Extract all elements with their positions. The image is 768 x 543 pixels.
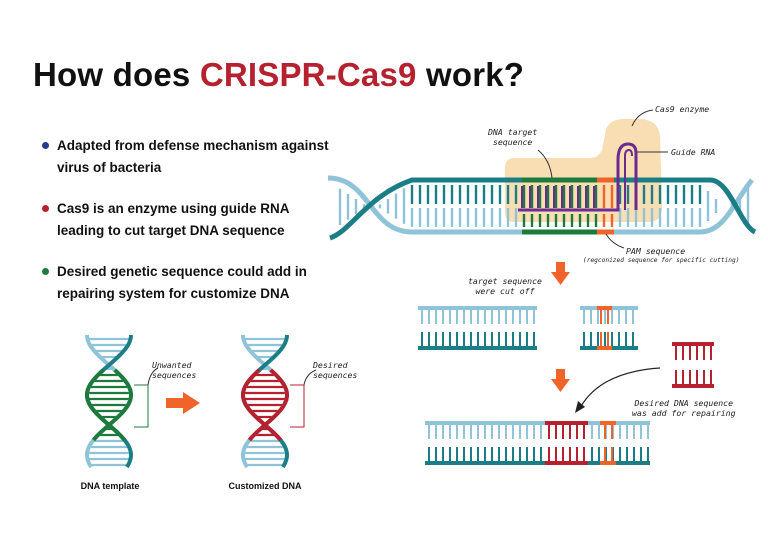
main-dna-strand-dark bbox=[329, 177, 757, 241]
unwanted-bracket bbox=[134, 384, 149, 428]
bullet-item: Cas9 is an enzyme using guide RNA leadin… bbox=[42, 198, 332, 242]
desired-bracket bbox=[290, 384, 305, 428]
repaired-dna bbox=[425, 421, 650, 465]
helix-strand-mid bbox=[241, 368, 283, 442]
curved-arrow-head-icon bbox=[575, 401, 585, 413]
pam-pointer bbox=[605, 233, 625, 249]
dna-target-label: DNA target sequence bbox=[488, 127, 538, 147]
guide-rna-loop bbox=[624, 148, 633, 210]
helix-strand-mid bbox=[91, 368, 133, 442]
cut-dna-fragments bbox=[418, 306, 638, 350]
dna-template-helix bbox=[84, 334, 134, 469]
bullet-item: Adapted from defense mechanism against v… bbox=[42, 135, 332, 179]
unwanted-pointer bbox=[147, 367, 159, 386]
bullet-item: Desired genetic sequence could add in re… bbox=[42, 261, 332, 305]
curved-arrow-icon bbox=[579, 367, 661, 409]
customized-dna-helix bbox=[240, 334, 290, 469]
cas9-enzyme-label: Cas9 enzyme bbox=[655, 104, 710, 114]
page-title: How does CRISPR-Cas9 work? bbox=[33, 56, 525, 93]
bullet-dot-icon bbox=[42, 205, 49, 212]
down-arrow-icon bbox=[551, 369, 570, 392]
donor-dna-fragment bbox=[672, 342, 714, 388]
guide-rna-rungs bbox=[521, 186, 595, 208]
cas9-pointer bbox=[631, 109, 654, 127]
bullet-list: Adapted from defense mechanism against v… bbox=[42, 135, 332, 324]
dna-template-caption: DNA template bbox=[80, 481, 140, 491]
main-dna-rungs bbox=[338, 185, 750, 227]
dna-target-pointer bbox=[537, 149, 553, 179]
helix-strand-mid bbox=[85, 368, 127, 442]
desired-label: Desired sequences bbox=[313, 360, 358, 380]
cut-off-label: target sequence were cut off bbox=[468, 276, 542, 296]
desired-pointer bbox=[303, 369, 317, 386]
unwanted-label: Unwanted sequences bbox=[152, 360, 197, 380]
customized-dna-caption: Customized DNA bbox=[228, 481, 302, 491]
down-arrow-icon bbox=[551, 262, 570, 285]
helix-strand-mid bbox=[247, 368, 289, 442]
bullet-dot-icon bbox=[42, 142, 49, 149]
bullet-dot-icon bbox=[42, 268, 49, 275]
pam-sequence-label: PAM sequence bbox=[626, 246, 686, 256]
right-arrow-icon bbox=[166, 392, 200, 414]
pam-note-label: (regconized sequence for specific cuttin… bbox=[583, 257, 740, 264]
desired-dna-label: Desired DNA sequence was add for repairi… bbox=[632, 398, 736, 418]
guide-rna-strand bbox=[518, 142, 638, 212]
guide-rna-label: Guide RNA bbox=[671, 147, 716, 157]
